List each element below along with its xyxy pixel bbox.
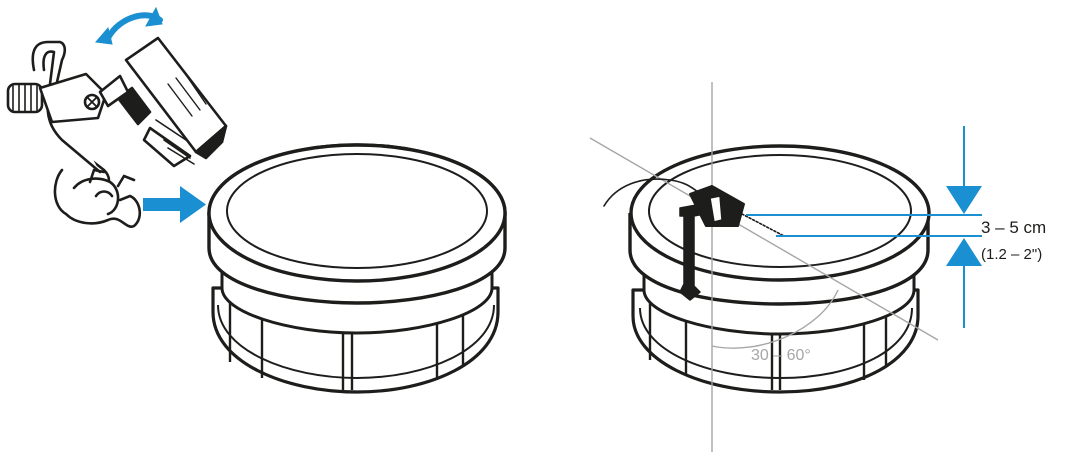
drum-left <box>207 143 507 394</box>
mounted-microphone <box>603 178 785 301</box>
microphone <box>98 36 228 168</box>
curved-double-arrow-icon <box>95 6 163 45</box>
dimension-arrows-icon <box>746 126 982 328</box>
microphone-clamp <box>6 40 142 228</box>
left-panel <box>6 6 507 394</box>
alignment-guides <box>589 82 939 452</box>
angle-label: 30 – 60° <box>751 347 811 364</box>
right-arrow-icon <box>143 186 206 223</box>
distance-label-imperial: (1.2 – 2") <box>981 246 1043 263</box>
right-panel <box>589 82 982 452</box>
distance-label: 3 – 5 cm <box>981 218 1047 237</box>
